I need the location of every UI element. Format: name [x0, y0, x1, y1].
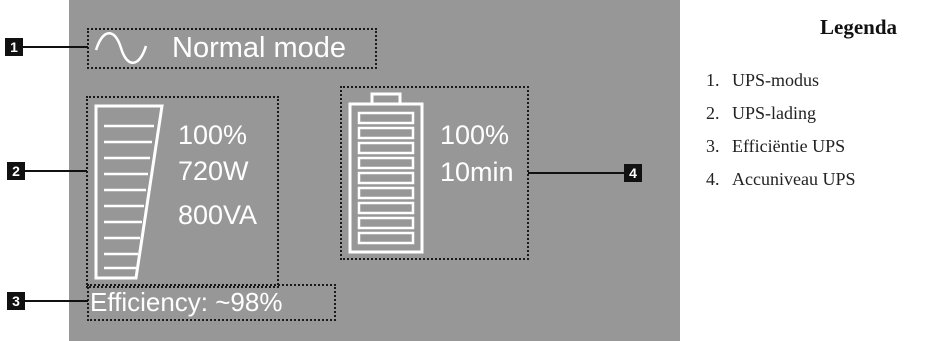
ups-load-va: 800VA — [178, 200, 258, 230]
leader-line-4 — [528, 172, 624, 174]
legend: Legenda 1. UPS-modus 2. UPS-lading 3. Ef… — [676, 0, 940, 341]
legend-item-label: UPS-modus — [732, 70, 820, 90]
legend-item-number: 3. — [706, 136, 720, 156]
legend-list: 1. UPS-modus 2. UPS-lading 3. Efficiënti… — [706, 64, 855, 196]
ups-load-box — [86, 96, 279, 288]
leader-line-3 — [25, 300, 88, 302]
battery-icon — [348, 92, 424, 254]
leader-line-1 — [23, 46, 88, 48]
leader-line-2 — [25, 170, 87, 172]
legend-item: 3. Efficiëntie UPS — [706, 130, 855, 163]
ups-efficiency-box — [87, 284, 336, 321]
ups-mode-label: Normal mode — [172, 32, 347, 64]
ups-load-watts: 720W — [178, 156, 249, 186]
callout-4: 4 — [624, 164, 642, 182]
legend-item-label: UPS-lading — [732, 103, 817, 123]
callout-2: 2 — [7, 162, 25, 180]
legend-item-label: Efficiëntie UPS — [732, 136, 846, 156]
legend-title: Legenda — [820, 15, 898, 39]
ups-mode-box — [87, 28, 377, 69]
callout-1: 1 — [5, 38, 23, 56]
ups-battery-runtime: 10min — [440, 157, 514, 187]
ups-load-icon — [94, 104, 164, 280]
legend-item-label: Accuniveau UPS — [732, 169, 856, 189]
legend-item: 4. Accuniveau UPS — [706, 163, 855, 196]
legend-item-number: 4. — [706, 169, 720, 189]
callout-3: 3 — [7, 292, 25, 310]
legend-item: 1. UPS-modus — [706, 64, 855, 97]
ups-battery-percent: 100% — [440, 120, 510, 150]
legend-item-number: 1. — [706, 70, 720, 90]
sine-wave-icon — [94, 32, 148, 64]
legend-item: 2. UPS-lading — [706, 97, 855, 130]
ups-efficiency-label: Efficiency: ~98% — [90, 287, 283, 317]
ups-load-percent: 100% — [178, 120, 248, 150]
legend-item-number: 2. — [706, 103, 720, 123]
